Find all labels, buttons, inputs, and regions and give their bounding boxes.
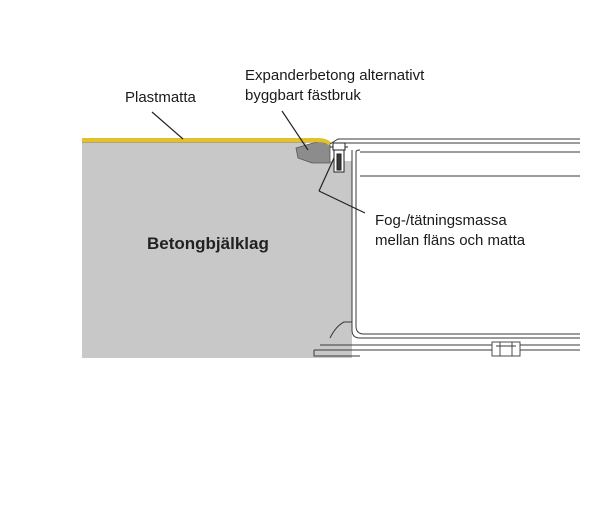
leader-joint-filler (318, 190, 366, 214)
label-concrete-slab: Betongbjälklag (147, 234, 269, 253)
label-plastic-mat: Plastmatta (125, 89, 196, 106)
fastener (330, 142, 348, 173)
leader-lines (151, 110, 366, 214)
label-expander-line1: Expanderbetong alternativt (245, 67, 425, 84)
leader-joint-filler-2 (318, 157, 335, 192)
bottom-flange-detail (491, 341, 521, 357)
label-expander-line2: byggbart fästbruk (245, 87, 361, 104)
leader-plastic-mat (151, 111, 184, 140)
label-joint-line1: Fog-/tätningsmassa (375, 212, 507, 229)
channel-profile (313, 138, 580, 357)
label-joint-line2: mellan fläns och matta (375, 232, 526, 249)
concrete-slab (82, 141, 352, 358)
leader-expander (281, 110, 309, 151)
plastic-mat (82, 138, 332, 146)
